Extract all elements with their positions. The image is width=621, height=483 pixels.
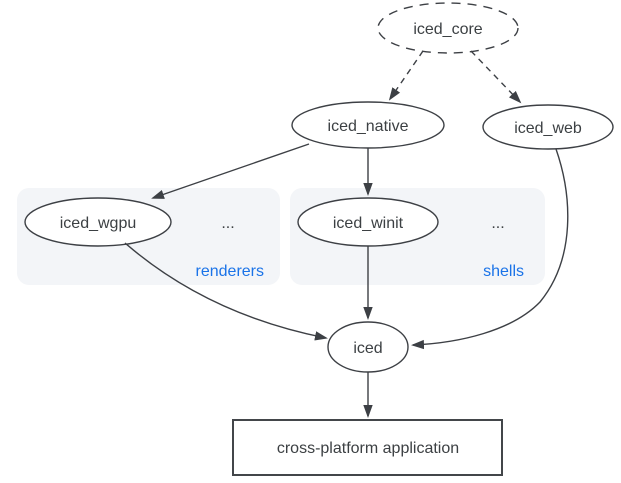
group-renderers-ellipsis: ... <box>221 215 234 232</box>
node-iced-winit-label: iced_winit <box>333 215 404 232</box>
edge-iced-native-to-iced-wgpu <box>151 143 310 199</box>
edge-iced-wgpu-to-iced <box>124 242 328 341</box>
node-iced-wgpu: iced_wgpu <box>24 197 172 247</box>
node-iced-core-label: iced_core <box>413 21 482 38</box>
node-application: cross-platform application <box>232 419 503 476</box>
node-iced-web-shape <box>482 104 614 150</box>
node-iced-label: iced <box>353 340 382 357</box>
node-iced-wgpu-shape <box>24 197 172 247</box>
node-iced-wgpu-label: iced_wgpu <box>60 215 137 232</box>
group-shells-ellipsis: ... <box>491 215 504 232</box>
node-iced-native: iced_native <box>291 101 445 149</box>
node-iced-web-label: iced_web <box>514 120 582 137</box>
node-iced: iced <box>327 321 409 373</box>
node-iced-winit: iced_winit <box>297 197 439 247</box>
node-iced-web: iced_web <box>482 104 614 150</box>
node-iced-core-shape <box>377 2 519 54</box>
edge-iced-core-to-iced-web <box>470 50 522 104</box>
edge-iced-core-to-iced-native <box>388 50 424 101</box>
node-application-shape <box>232 419 503 476</box>
edges <box>124 50 569 418</box>
group-renderers-label: renderers <box>196 263 264 280</box>
group-shells-label: shells <box>483 263 524 280</box>
edge-iced-web-to-iced <box>411 148 569 350</box>
node-iced-native-label: iced_native <box>328 118 409 135</box>
node-iced-core: iced_core <box>377 2 519 54</box>
node-application-label: cross-platform application <box>277 440 459 457</box>
